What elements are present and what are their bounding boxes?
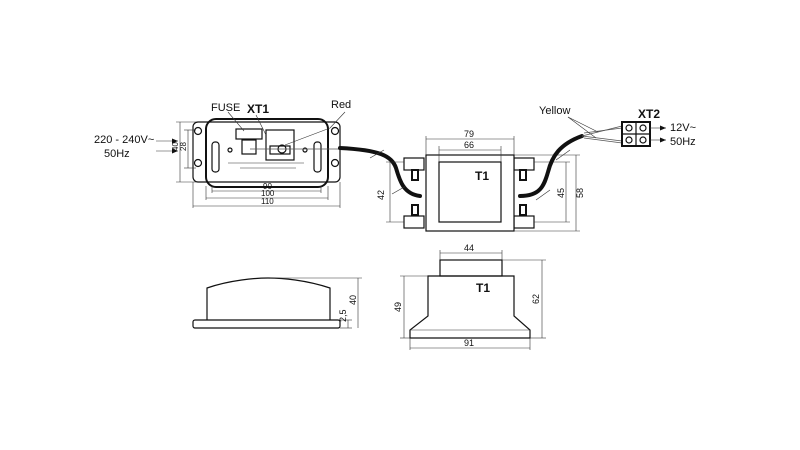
dim-trafo-height-58: 58 [575,188,585,198]
t1-top-label: T1 [475,169,489,183]
dim-front-height-62: 62 [531,294,541,304]
output-freq-label: 50Hz [670,136,696,148]
input-freq-label: 50Hz [104,148,130,160]
input-arrows [156,138,178,154]
dim-trafo-width-79: 79 [464,129,474,139]
red-wire-label: Red [331,99,351,111]
dim-front-width-44: 44 [464,243,474,253]
dim-box-width-110: 110 [261,197,274,206]
xt1-label: XT1 [247,102,269,116]
t1-front-label: T1 [476,281,490,295]
dim-trafo-height-42: 42 [376,190,386,200]
xt2-terminal-block [621,121,651,147]
trafo-width-dims [425,136,515,162]
transformer-front-view [409,259,531,339]
junction-box-side-view [192,277,341,329]
input-voltage-label: 220 - 240V~ [94,134,154,146]
dim-box-height-40: 40 [171,142,180,151]
dim-front-height-49: 49 [393,302,403,312]
dim-box-height-28: 28 [179,142,188,151]
dim-box-width-90: 90 [263,182,272,191]
output-voltage-label: 12V~ [670,122,696,134]
dim-front-width-91: 91 [464,338,474,348]
dim-side-height-2-5: 2,5 [338,309,348,322]
secondary-cable [518,134,584,198]
output-arrows [650,125,666,143]
xt2-label: XT2 [638,107,660,121]
dim-trafo-width-66: 66 [464,140,474,150]
transformer-top-view [403,154,535,232]
yellow-wire-label: Yellow [539,105,570,117]
dim-side-height-40: 40 [348,295,358,305]
fuse-label: FUSE [211,102,240,114]
trafo-height-dims [386,154,580,232]
side-view-dims [270,277,362,329]
primary-cable [338,146,422,198]
dim-trafo-height-45: 45 [556,188,566,198]
box-width-dims [192,182,341,208]
junction-box-top-view [192,118,341,188]
box-height-dims [176,121,196,183]
dim-box-width-100: 100 [261,189,275,198]
front-view-dims [400,250,546,350]
